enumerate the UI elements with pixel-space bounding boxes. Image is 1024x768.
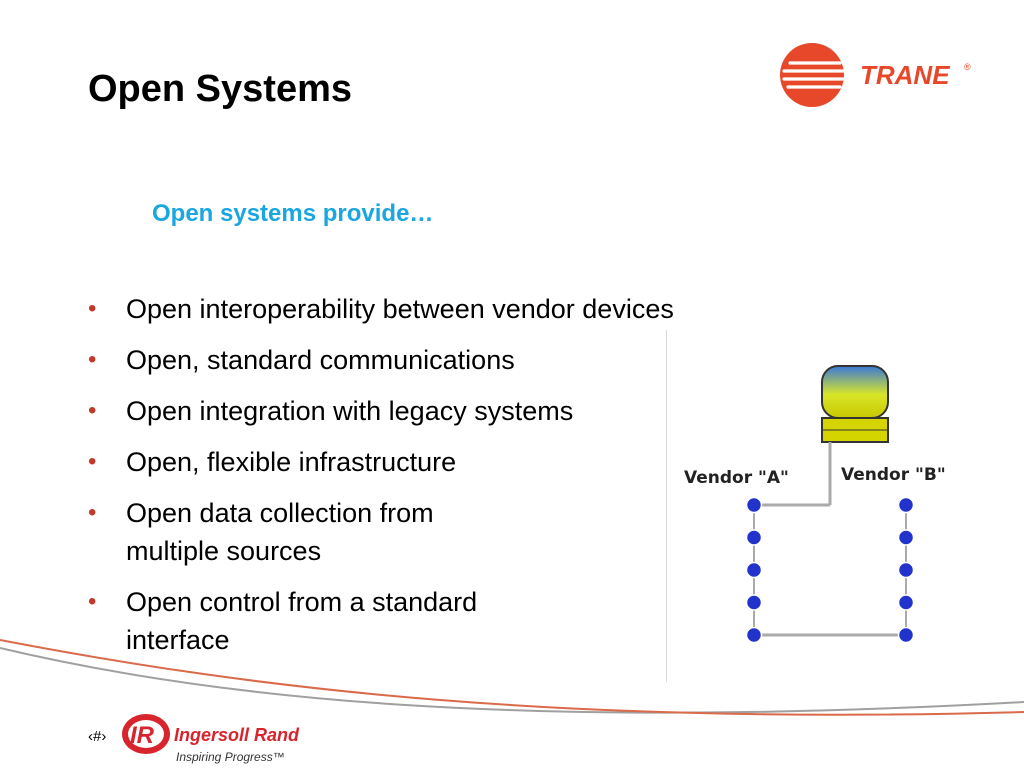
ingersoll-rand-logo: IR Ingersoll Rand Inspiring Progress™ [122,714,300,764]
bullet-text: Open, flexible infrastructure [126,447,457,477]
slide-title: Open Systems [88,68,352,110]
ir-mark: IR [130,722,155,749]
trane-logo-circle [780,43,844,107]
vendor-b-device [897,626,915,644]
bullet-item: • Open data collection from multiple sourc… [88,494,848,570]
bullet-text: multiple sources [126,536,322,566]
vendor-a-devices [745,496,763,644]
vendor-a-device [745,626,763,644]
bullet-item: • Open, standard communications [88,341,848,379]
bullet-text: Open integration with legacy systems [126,396,574,426]
bullet-text: Open data collection from [126,498,434,528]
vendor-b-device [897,496,915,514]
vendor-a-device [745,529,763,546]
bullet-item: • Open integration with legacy systems [88,392,848,430]
bullet-marker: • [88,295,97,322]
wave-gray [0,647,1024,714]
vendor-b-devices [897,496,915,644]
vendor-a-label: Vendor "A" [684,468,789,488]
bullet-text: interface [126,625,230,655]
bullet-text: Open, standard communications [126,345,515,375]
vendor-b-device [897,594,915,611]
bullet-item: • Open control from a standard interface [88,583,848,659]
bullet-marker: • [88,397,97,424]
bullet-item: • Open, flexible infrastructure [88,443,848,481]
bullet-marker: • [88,588,97,615]
bullet-marker: • [88,448,97,475]
wave-orange [0,639,1024,716]
trane-logo-text: TRANE [860,60,950,90]
vendor-b-label: Vendor "B" [841,465,946,485]
bullet-text: Open control from a standard [126,587,478,617]
trane-logo: TRANE ® [780,43,971,107]
bullet-text: Open interoperability between vendor dev… [126,294,674,324]
vendor-a-device [745,496,763,514]
trane-registered-mark: ® [964,62,971,72]
bullet-marker: • [88,499,97,526]
page-number: ‹#› [88,728,107,745]
vendor-b-device [897,561,915,579]
decorative-wave [0,639,1024,716]
vendor-a-device [745,594,763,611]
vendor-a-device [745,561,763,579]
company-tagline: Inspiring Progress™ [176,750,285,764]
vendor-b-device [897,529,915,546]
bullet-list: • Open interoperability between vendor de… [88,290,848,672]
subtitle: Open systems provide… [152,200,434,227]
bullet-item: • Open interoperability between vendor de… [88,290,848,328]
bullet-marker: • [88,346,97,373]
workstation-icon [821,365,889,443]
trane-logo-stripes [782,61,845,89]
vertical-divider [666,330,667,682]
company-name: Ingersoll Rand [174,725,300,745]
network-diagram: Vendor "A" Vendor "B" [684,365,946,644]
